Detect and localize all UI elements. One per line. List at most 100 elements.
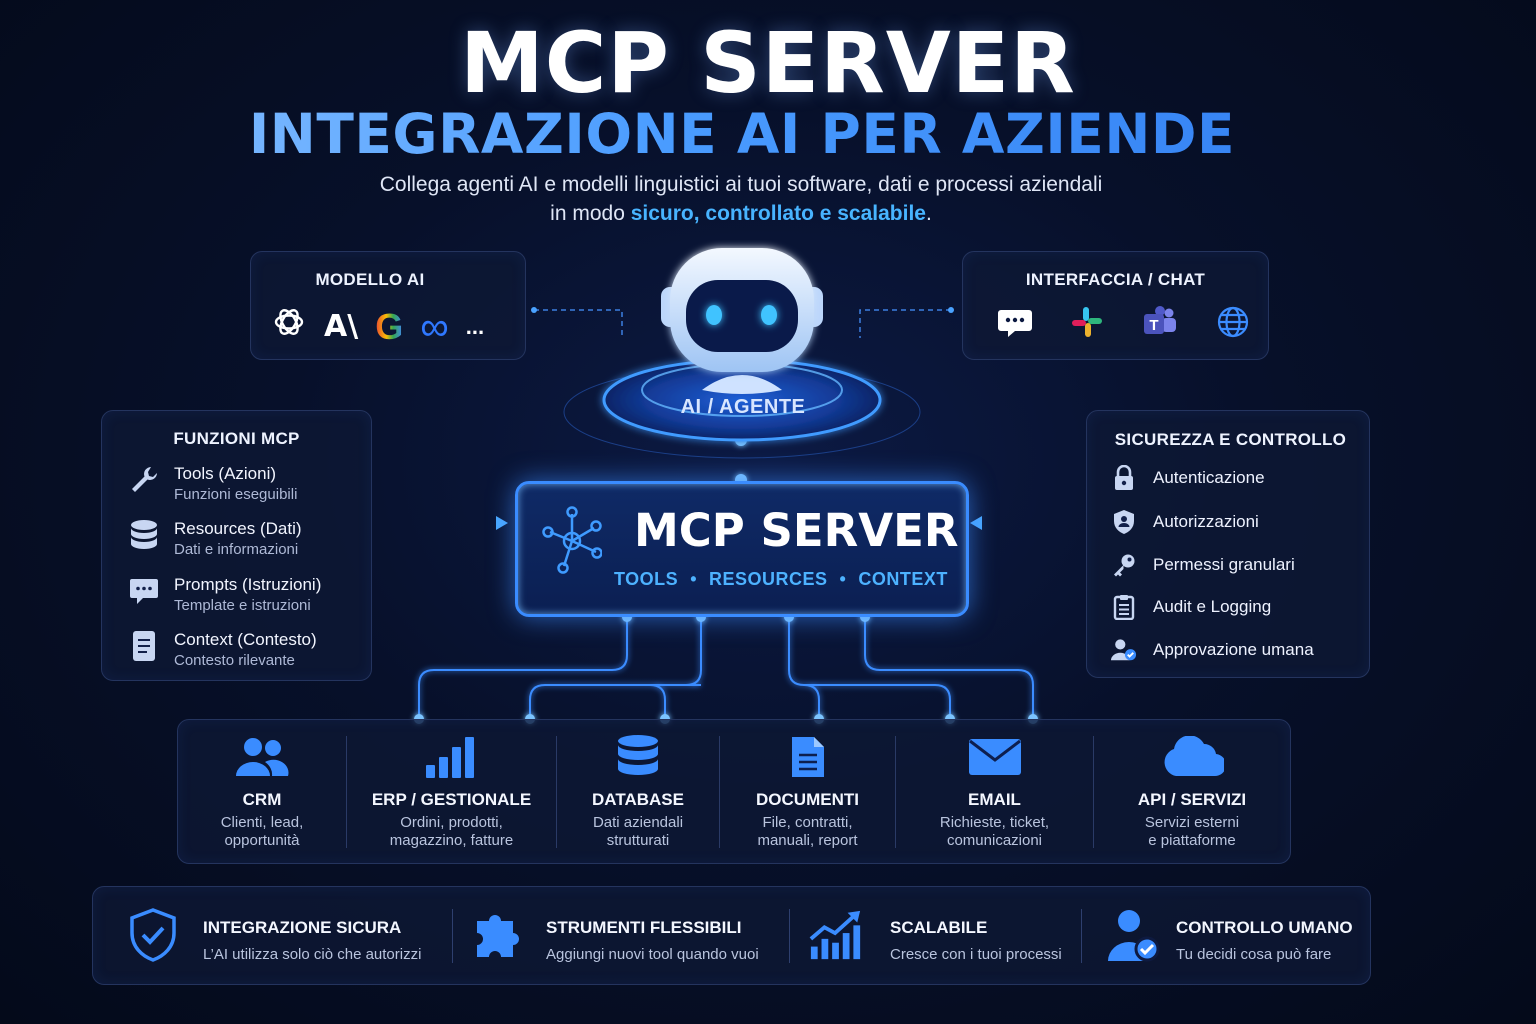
database-icon bbox=[128, 518, 160, 552]
function-desc: Contesto rilevante bbox=[174, 652, 295, 669]
integration-desc: Ordini, prodotti,magazzino, fatture bbox=[347, 814, 556, 850]
growth-chart-icon bbox=[808, 907, 864, 963]
users-icon bbox=[178, 734, 346, 780]
function-title: Context (Contesto) bbox=[174, 630, 317, 649]
benefit-desc: Tu decidi cosa può fare bbox=[1176, 946, 1332, 963]
integration-desc-line: magazzino, fatture bbox=[389, 832, 514, 849]
description-line-2: in modo sicuro, controllato e scalabile. bbox=[0, 199, 1482, 228]
chat-bubble-icon bbox=[998, 310, 1032, 337]
puzzle-icon bbox=[471, 907, 527, 963]
function-item-tools: Tools (Azioni)Funzioni eseguibili bbox=[128, 463, 297, 504]
divider bbox=[895, 736, 896, 848]
teams-letter: T bbox=[1149, 317, 1158, 334]
openai-logo-icon bbox=[271, 304, 307, 349]
integration-desc-line: Clienti, lead, bbox=[220, 814, 304, 831]
security-label: Autorizzazioni bbox=[1153, 512, 1259, 531]
meta-logo-icon: ∞ bbox=[420, 304, 449, 349]
shield-check-icon bbox=[125, 907, 181, 963]
integration-desc-line: opportunità bbox=[224, 832, 300, 849]
key-icon bbox=[1111, 552, 1137, 578]
model-logos: A\ G ∞ ... bbox=[271, 304, 484, 349]
cloud-icon bbox=[1094, 734, 1290, 780]
integration-desc-line: manuali, report bbox=[757, 832, 858, 849]
lock-icon bbox=[1111, 465, 1137, 491]
integration-desc-line: comunicazioni bbox=[946, 832, 1043, 849]
sicurezza-controllo-panel: SICUREZZA E CONTROLLO Autenticazione Aut… bbox=[1086, 410, 1370, 678]
user-check-icon bbox=[1106, 907, 1162, 963]
integration-name: DOCUMENTI bbox=[756, 790, 859, 809]
integration-documenti: DOCUMENTI File, contratti,manuali, repor… bbox=[720, 720, 895, 863]
divider bbox=[556, 736, 557, 848]
modello-ai-panel: MODELLO AI A\ G ∞ ... bbox=[250, 251, 526, 360]
function-item-context: Context (Contesto) Contesto rilevante bbox=[128, 629, 317, 670]
robot-eye-left bbox=[706, 305, 722, 325]
description-line-1: Collega agenti AI e modelli linguistici … bbox=[379, 173, 1103, 196]
integration-name: CRM bbox=[242, 790, 282, 809]
mcp-server-box: MCP SERVER TOOLS•RESOURCES•CONTEXT bbox=[515, 481, 969, 617]
function-desc: Template e istruzioni bbox=[174, 597, 311, 614]
panel-title: FUNZIONI MCP bbox=[173, 429, 300, 448]
integration-name: DATABASE bbox=[592, 790, 684, 809]
function-title: Prompts (Istruzioni) bbox=[174, 575, 322, 594]
benefit-desc: Cresce con i tuoi processi bbox=[890, 946, 1062, 963]
description-text: in modo bbox=[550, 202, 631, 225]
benefit-title: CONTROLLO UMANO bbox=[1176, 918, 1353, 937]
divider bbox=[346, 736, 347, 848]
robot-eye-right bbox=[761, 305, 777, 325]
document-icon bbox=[128, 629, 160, 663]
tag-resources: RESOURCES bbox=[709, 569, 828, 589]
description-text: . bbox=[925, 202, 932, 225]
slack-icon bbox=[1072, 307, 1102, 337]
tag-separator: • bbox=[839, 569, 847, 589]
link-dot bbox=[531, 307, 537, 313]
benefits-bar: INTEGRAZIONE SICURA L’AI utilizza solo c… bbox=[92, 886, 1371, 985]
interfaccia-chat-panel: INTERFACCIA / CHAT T bbox=[962, 251, 1269, 360]
wrench-icon bbox=[128, 463, 160, 497]
function-title: Resources (Dati) bbox=[174, 519, 302, 538]
tag-context: CONTEXT bbox=[858, 569, 948, 589]
more-models-icon: ... bbox=[465, 313, 485, 339]
integration-name: ERP / GESTIONALE bbox=[371, 790, 532, 809]
bar-chart-icon bbox=[347, 734, 556, 780]
integration-desc-line: File, contratti, bbox=[762, 814, 853, 831]
benefit-desc: L’AI utilizza solo ciò che autorizzi bbox=[203, 946, 422, 963]
benefit-strumenti-flessibili: STRUMENTI FLESSIBILI Aggiungi nuovi tool… bbox=[453, 887, 788, 984]
envelope-icon bbox=[896, 734, 1093, 780]
panel-title: INTERFACCIA / CHAT bbox=[1025, 270, 1206, 289]
security-label: Autenticazione bbox=[1153, 468, 1265, 487]
function-title: Tools (Azioni) bbox=[174, 464, 277, 483]
function-desc: Dati e informazioni bbox=[174, 541, 299, 558]
prompt-bubble-icon bbox=[128, 574, 160, 608]
integration-desc: Richieste, ticket,comunicazioni bbox=[896, 814, 1093, 850]
integration-name: API / SERVIZI bbox=[1137, 790, 1247, 809]
integration-name: EMAIL bbox=[968, 790, 1021, 809]
integration-desc: Clienti, lead,opportunità bbox=[178, 814, 346, 850]
benefit-title: STRUMENTI FLESSIBILI bbox=[546, 918, 742, 937]
page-description: Collega agenti AI e modelli linguistici … bbox=[0, 170, 1482, 228]
integration-desc-line: strutturati bbox=[606, 832, 670, 849]
integration-desc-line: Ordini, prodotti, bbox=[400, 814, 503, 831]
security-label: Audit e Logging bbox=[1153, 597, 1272, 616]
integration-erp: ERP / GESTIONALE Ordini, prodotti,magazz… bbox=[347, 720, 556, 863]
panel-title: SICUREZZA E CONTROLLO bbox=[1114, 430, 1347, 449]
benefit-integrazione-sicura: INTEGRAZIONE SICURA L’AI utilizza solo c… bbox=[93, 887, 451, 984]
security-item-permissions: Permessi granulari bbox=[1111, 552, 1295, 578]
globe-icon bbox=[1217, 306, 1249, 338]
benefit-title: SCALABILE bbox=[890, 918, 988, 937]
mcp-server-tags: TOOLS•RESOURCES•CONTEXT bbox=[614, 569, 948, 590]
network-hub-icon bbox=[542, 506, 602, 574]
funzioni-mcp-panel: FUNZIONI MCP Tools (Azioni)Funzioni eseg… bbox=[101, 410, 372, 681]
shield-user-icon bbox=[1111, 509, 1137, 535]
divider bbox=[1081, 909, 1082, 963]
arrow-head bbox=[970, 516, 982, 530]
integration-desc: File, contratti,manuali, report bbox=[720, 814, 895, 850]
benefit-controllo-umano: CONTROLLO UMANO Tu decidi cosa può fare bbox=[1082, 887, 1370, 984]
clipboard-icon bbox=[1111, 594, 1137, 620]
agent-label: AI / AGENTE bbox=[680, 396, 806, 418]
divider bbox=[1093, 736, 1094, 848]
security-label: Permessi granulari bbox=[1153, 555, 1295, 574]
